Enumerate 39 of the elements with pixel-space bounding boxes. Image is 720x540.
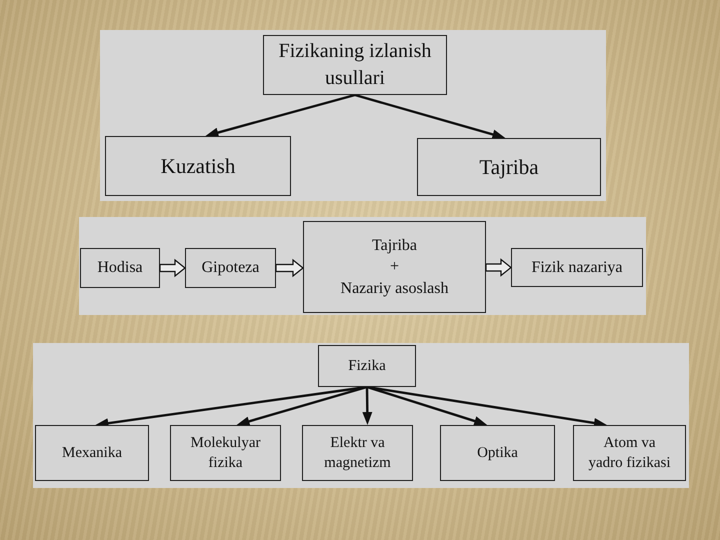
block-arrow <box>159 258 186 278</box>
group-panel <box>33 343 689 488</box>
arrow <box>205 94 356 138</box>
process-box <box>170 425 281 481</box>
arrow <box>362 386 372 425</box>
box-label: Nazariy asoslash <box>340 278 448 299</box>
process-box <box>302 425 413 481</box>
box-label: Optika <box>477 444 518 463</box>
process-box <box>105 136 291 196</box>
process-box <box>440 425 555 481</box>
block-arrow <box>275 258 304 278</box>
box-label: Fizik nazariya <box>531 258 623 278</box>
box-label: Tajriba <box>479 154 539 181</box>
arrow <box>366 386 488 426</box>
process-box <box>263 35 447 95</box>
process-box <box>573 425 686 481</box>
arrow <box>236 386 368 426</box>
group-panel <box>100 30 606 201</box>
box-label: Mexanika <box>62 444 122 463</box>
process-box <box>185 248 276 288</box>
process-box <box>417 138 601 196</box>
box-label: Fizika <box>348 356 386 376</box>
process-box <box>35 425 149 481</box>
process-box <box>318 345 416 387</box>
box-label: Atom va yadro fizikasi <box>587 434 672 473</box>
box-label: Elektr va magnetizm <box>323 434 392 473</box>
box-label: Hodisa <box>97 258 143 278</box>
box-label: Gipoteza <box>202 258 260 278</box>
box-label: Molekulyar fizika <box>190 434 262 473</box>
process-box <box>303 221 486 313</box>
box-label: Tajriba <box>372 236 418 256</box>
group-panel <box>79 217 646 315</box>
process-box <box>511 248 643 287</box>
process-box <box>80 248 160 288</box>
block-arrow <box>485 258 512 277</box>
box-label: Kuzatish <box>160 152 236 180</box>
arrow <box>354 94 506 140</box>
box-label: + <box>390 257 400 278</box>
box-label: Fizikaning izlanish usullari <box>278 39 432 91</box>
